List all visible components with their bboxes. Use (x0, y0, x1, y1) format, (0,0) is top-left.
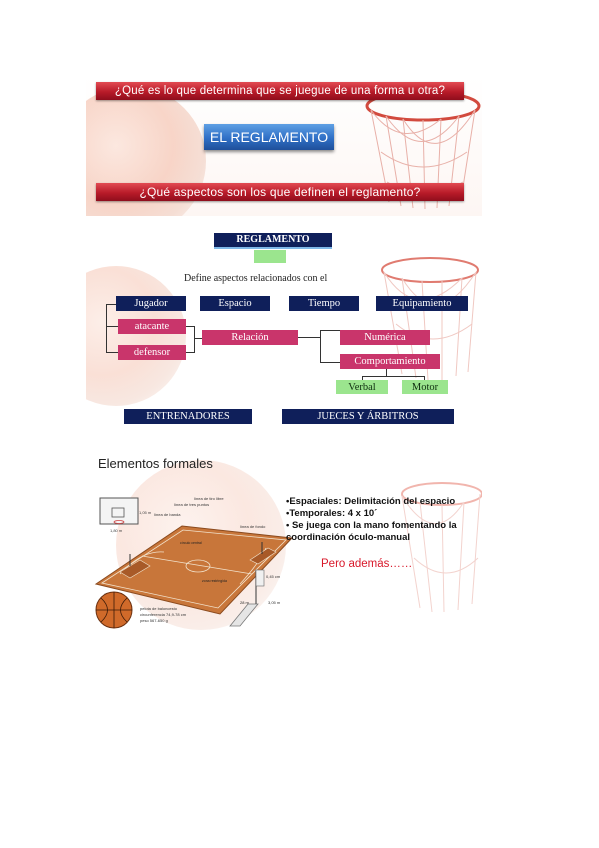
box-verbal: Verbal (336, 380, 388, 394)
box-entrenadores: ENTRENADORES (124, 409, 252, 424)
highlight-pero-ademas: Pero además…… (321, 558, 413, 570)
bullet-temporales: •Temporales: 4 x 10´ (286, 508, 378, 519)
label-zone: zona restringida (202, 579, 227, 583)
box-relacion: Relación (202, 330, 298, 345)
bullet-se-juega: • Se juega con la mano fomentando la (286, 520, 457, 531)
label-line-foul: línea de tiro libre (194, 496, 224, 501)
slide-reglamento-diagram: REGLAMENTO Define aspectos relacionados … (86, 226, 482, 436)
label-line-end: línea de fondo (240, 524, 266, 529)
reglamento-title: EL REGLAMENTO (204, 124, 334, 150)
box-jueces-arbitros: JUECES Y ÁRBITROS (282, 409, 454, 424)
label-center-circle: círculo central (180, 541, 202, 545)
box-numerica: Numérica (340, 330, 430, 345)
box-atacante: atacante (118, 319, 186, 334)
box-motor: Motor (402, 380, 448, 394)
slide-reglamento-intro: ¿Qué es lo que determina que se juegue d… (86, 76, 482, 216)
reglamento-header: REGLAMENTO (214, 233, 332, 249)
box-jugador: Jugador (116, 296, 186, 311)
bullet-coordinacion: coordinación óculo-manual (286, 532, 411, 543)
diagram-subtitle: Define aspectos relacionados con el (184, 273, 328, 284)
box-comportamiento: Comportamiento (340, 354, 440, 369)
question-banner-bottom: ¿Qué aspectos son los que definen el reg… (96, 183, 464, 201)
label-ball-weight: peso 567-650 g (140, 618, 168, 623)
label-length: 28 m (240, 600, 250, 605)
rules-bullet-list: •Espaciales: Delimitación del espacio •T… (286, 496, 476, 544)
label-backboard-width: 1,80 m (110, 528, 123, 533)
box-equipamiento: Equipamiento (376, 296, 468, 311)
label-ball: pelota de baloncesto (140, 606, 178, 611)
label-hoop-height: 3,05 m (268, 600, 281, 605)
slide-title: Elementos formales (98, 456, 213, 471)
box-espacio: Espacio (200, 296, 270, 311)
label-line-side: línea de banda (154, 512, 181, 517)
label-hoop-offset: 0,45 cm (266, 574, 281, 579)
label-ball-circumference: circunferencia 74,9-78 cm (140, 612, 187, 617)
box-tiempo: Tiempo (289, 296, 359, 311)
basketball-background (86, 266, 186, 406)
bullet-espaciales: •Espaciales: Delimitación del espacio (286, 496, 456, 507)
box-defensor: defensor (118, 345, 186, 360)
hoop-net-graphic (401, 482, 482, 613)
label-line-three: línea de tres puntos (174, 502, 209, 507)
basketball-court-illustration: 1,80 m 1,05 m línea de tres puntos línea… (94, 496, 294, 629)
connector-block (254, 250, 286, 263)
label-backboard-height: 1,05 m (139, 510, 152, 515)
slide-elementos-formales: Elementos formales 1,80 m 1,05 m línea d… (86, 450, 482, 638)
question-banner-top: ¿Qué es lo que determina que se juegue d… (96, 82, 464, 100)
